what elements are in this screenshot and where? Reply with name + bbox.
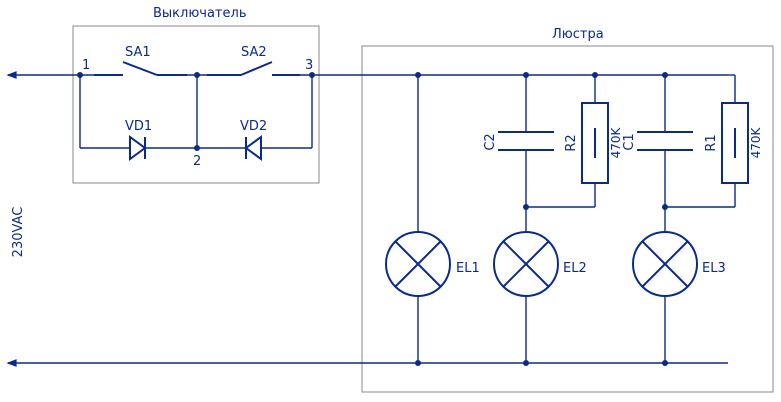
resistor-r1	[721, 102, 749, 184]
vd1-label: VD1	[125, 119, 152, 134]
chandelier-frame	[361, 45, 774, 393]
chandelier-title: Люстра	[552, 27, 604, 42]
resistor-r2	[581, 102, 609, 184]
supply-terminal-top	[6, 71, 80, 79]
lamp-el3	[632, 231, 698, 297]
r1-value: 470K	[749, 126, 763, 158]
node-1-label: 1	[82, 58, 90, 73]
switch-block-frame	[72, 25, 320, 184]
diode-vd2	[244, 135, 262, 161]
chandelier-wiring	[417, 74, 736, 363]
c2-label: C2	[483, 133, 498, 150]
supply-terminal-bottom	[6, 359, 728, 367]
el3-label: EL3	[702, 261, 726, 276]
el2-label: EL2	[563, 261, 587, 276]
capacitor-c2	[498, 131, 554, 151]
switch-block-title: Выключатель	[153, 6, 246, 21]
r2-value: 470K	[609, 126, 623, 158]
sa1-label: SA1	[125, 45, 151, 60]
sa2-label: SA2	[241, 45, 267, 60]
lamp-el2	[493, 231, 559, 297]
junction-dots	[77, 72, 668, 366]
r1-label: R1	[704, 134, 719, 151]
lamp-el1	[385, 231, 451, 297]
switch-sa1	[94, 61, 187, 76]
capacitor-c1	[637, 131, 693, 151]
supply-voltage-label: 230VAC	[11, 207, 26, 258]
vd2-label: VD2	[240, 119, 267, 134]
node-2-label: 2	[193, 154, 201, 169]
switch-sa2	[207, 61, 300, 76]
r2-label: R2	[564, 134, 579, 151]
node-3-label: 3	[305, 58, 313, 73]
c1-label: C1	[622, 133, 637, 150]
el1-label: EL1	[456, 261, 480, 276]
diode-vd1	[129, 135, 147, 161]
